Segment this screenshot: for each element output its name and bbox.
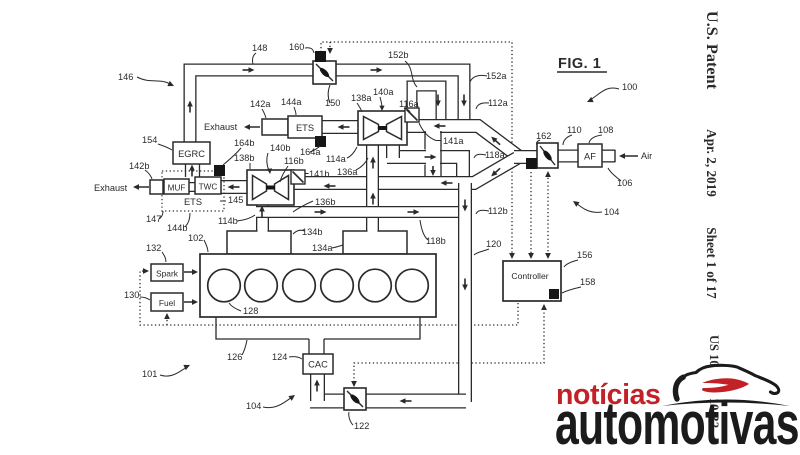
svg-text:Spark: Spark (156, 269, 179, 279)
svg-text:MUF: MUF (168, 184, 186, 193)
svg-text:114b: 114b (218, 216, 238, 226)
svg-text:130: 130 (124, 290, 139, 300)
svg-text:Fuel: Fuel (159, 298, 175, 308)
svg-text:142a: 142a (250, 99, 271, 109)
svg-text:116a: 116a (399, 99, 420, 109)
svg-text:164b: 164b (234, 138, 254, 148)
svg-text:112a: 112a (488, 98, 509, 108)
svg-text:CAC: CAC (308, 360, 328, 370)
svg-text:108: 108 (598, 125, 613, 135)
svg-text:152b: 152b (388, 50, 408, 60)
svg-text:136a: 136a (337, 167, 358, 177)
svg-text:162: 162 (536, 131, 551, 141)
svg-text:Apr. 2, 2019: Apr. 2, 2019 (704, 129, 719, 197)
svg-text:104: 104 (604, 207, 619, 217)
svg-text:138a: 138a (351, 93, 372, 103)
svg-text:Air: Air (641, 151, 652, 161)
svg-text:112b: 112b (488, 206, 508, 216)
svg-text:ETS: ETS (296, 123, 314, 133)
svg-text:160: 160 (289, 42, 304, 52)
svg-text:U.S. Patent: U.S. Patent (703, 11, 722, 90)
svg-text:154: 154 (142, 135, 157, 145)
svg-text:ETS: ETS (184, 197, 202, 207)
svg-text:148: 148 (252, 43, 267, 53)
svg-text:Exhaust: Exhaust (204, 122, 238, 132)
svg-text:122: 122 (354, 421, 369, 431)
svg-text:126: 126 (227, 352, 242, 362)
svg-text:150: 150 (325, 98, 340, 108)
svg-text:144b: 144b (167, 223, 187, 233)
svg-text:102: 102 (188, 233, 203, 243)
svg-text:145: 145 (228, 195, 243, 205)
svg-text:142b: 142b (129, 161, 149, 171)
svg-text:118a: 118a (485, 150, 506, 160)
svg-text:101: 101 (142, 369, 157, 379)
svg-text:Exhaust: Exhaust (94, 183, 128, 193)
svg-text:136b: 136b (315, 197, 335, 207)
svg-text:104: 104 (246, 401, 261, 411)
svg-text:EGRC: EGRC (178, 149, 205, 159)
svg-text:128: 128 (243, 306, 258, 316)
svg-text:114a: 114a (326, 154, 347, 164)
svg-text:116b: 116b (284, 156, 304, 166)
svg-text:134b: 134b (302, 227, 322, 237)
svg-text:FIG. 1: FIG. 1 (558, 56, 601, 72)
svg-text:Sheet 1 of 17: Sheet 1 of 17 (704, 227, 719, 299)
svg-text:144a: 144a (281, 97, 302, 107)
svg-text:Controller: Controller (511, 271, 548, 281)
svg-text:132: 132 (146, 243, 161, 253)
svg-text:152a: 152a (486, 71, 507, 81)
svg-text:118b: 118b (426, 236, 446, 246)
svg-text:120: 120 (486, 239, 501, 249)
svg-text:140a: 140a (373, 87, 394, 97)
svg-text:141a: 141a (443, 136, 464, 146)
svg-text:146: 146 (118, 72, 133, 82)
svg-text:134a: 134a (312, 243, 333, 253)
svg-text:147: 147 (146, 214, 161, 224)
svg-text:106: 106 (617, 178, 632, 188)
svg-text:TWC: TWC (199, 183, 218, 192)
svg-text:156: 156 (577, 250, 592, 260)
svg-text:110: 110 (567, 125, 582, 135)
svg-text:notícias: notícias (556, 379, 661, 411)
svg-text:AF: AF (584, 152, 596, 162)
svg-text:automotivas: automotivas (555, 391, 799, 450)
svg-text:124: 124 (272, 352, 287, 362)
svg-text:138b: 138b (234, 153, 254, 163)
svg-text:158: 158 (580, 277, 595, 287)
svg-text:141b: 141b (309, 169, 329, 179)
svg-text:140b: 140b (270, 143, 290, 153)
svg-text:100: 100 (622, 82, 637, 92)
